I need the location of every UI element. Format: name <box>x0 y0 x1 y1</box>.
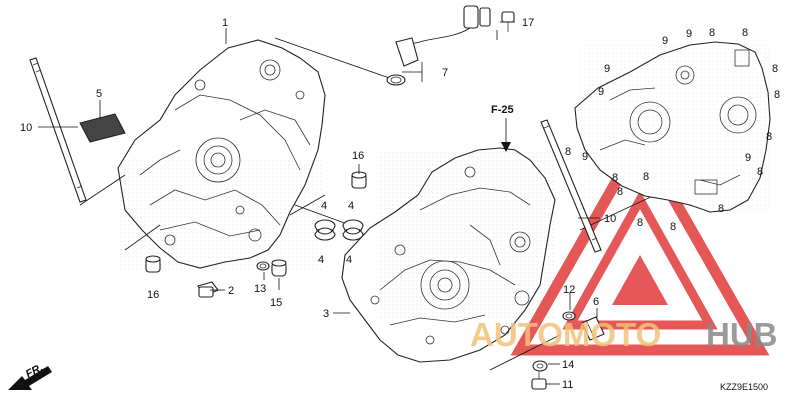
callout-8: 8 <box>637 217 643 229</box>
callout-4: 4 <box>318 254 324 266</box>
callout-leader-lines <box>38 21 600 385</box>
oil-strainer-screen <box>79 113 126 143</box>
callout-8: 8 <box>757 166 763 178</box>
sealing-washer-12 <box>562 311 576 321</box>
callout-3: 3 <box>323 308 329 320</box>
callout-12: 12 <box>563 284 575 296</box>
callout-4: 4 <box>321 200 327 212</box>
callout-6: 6 <box>593 296 599 308</box>
callout-8: 8 <box>742 27 748 39</box>
callout-9: 9 <box>582 151 588 163</box>
watermark-text-part2: HUB <box>706 316 778 353</box>
callout-8: 8 <box>772 63 778 75</box>
callout-11: 11 <box>562 379 573 391</box>
callout-8: 8 <box>670 221 676 233</box>
callout-15: 15 <box>270 297 282 309</box>
callout-8: 8 <box>774 89 780 101</box>
diagram-code: KZZ9E1500 <box>720 382 768 392</box>
callout-9: 9 <box>745 152 751 164</box>
sealing-washer-14 <box>532 360 548 372</box>
reference-label: F-25 <box>491 104 514 116</box>
main-bearing-shells <box>314 219 364 241</box>
stud-bolt-left <box>29 57 87 203</box>
callout-5: 5 <box>96 88 102 100</box>
callout-7: 7 <box>442 67 448 79</box>
dowel-pin-left <box>145 255 161 273</box>
reference-arrow <box>501 118 511 152</box>
callout-1: 1 <box>222 17 228 29</box>
callout-9: 9 <box>662 35 668 47</box>
callout-16: 16 <box>352 150 364 162</box>
drain-bolt <box>197 281 219 298</box>
bolt-11 <box>531 372 547 390</box>
callout-14: 14 <box>562 359 574 371</box>
watermark-text-part1: AUTOMOTO <box>470 316 661 353</box>
callout-17: 17 <box>522 17 534 29</box>
callout-8: 8 <box>617 186 623 198</box>
callout-8: 8 <box>709 27 715 39</box>
callout-labels: 1 2 3 4 4 4 4 5 6 7 8 8 8 8 8 8 8 8 8 8 … <box>20 17 780 391</box>
callout-8: 8 <box>565 146 571 158</box>
sensor-assembly <box>386 5 491 86</box>
callout-8: 8 <box>718 203 724 215</box>
callout-9: 9 <box>604 63 610 75</box>
right-crankcase-cover <box>574 41 771 213</box>
callout-8: 8 <box>766 131 772 143</box>
watermark-logo-icon <box>510 128 770 356</box>
callout-16: 16 <box>147 289 159 301</box>
callout-9: 9 <box>686 28 692 40</box>
callout-10: 10 <box>604 213 616 225</box>
stud-bolt-right <box>540 119 602 253</box>
sealing-washer-13 <box>256 261 270 271</box>
dowel-pin-center <box>351 171 367 189</box>
front-direction-arrow-icon <box>8 366 52 390</box>
callout-4: 4 <box>346 254 352 266</box>
callout-2: 2 <box>228 285 234 297</box>
left-crankcase-half <box>117 39 326 270</box>
watermark-text: AUTOMOTO HUB <box>470 316 778 353</box>
drain-plug-6 <box>581 316 605 341</box>
callout-8: 8 <box>612 172 618 184</box>
right-crankcase-half <box>341 147 556 363</box>
callout-8: 8 <box>643 171 649 183</box>
dowel-collar-15 <box>271 259 287 277</box>
callout-9: 9 <box>598 86 604 98</box>
callout-10: 10 <box>20 122 32 134</box>
callout-13: 13 <box>254 283 266 295</box>
mounting-bolt-17 <box>501 11 515 32</box>
callout-4: 4 <box>348 200 354 212</box>
